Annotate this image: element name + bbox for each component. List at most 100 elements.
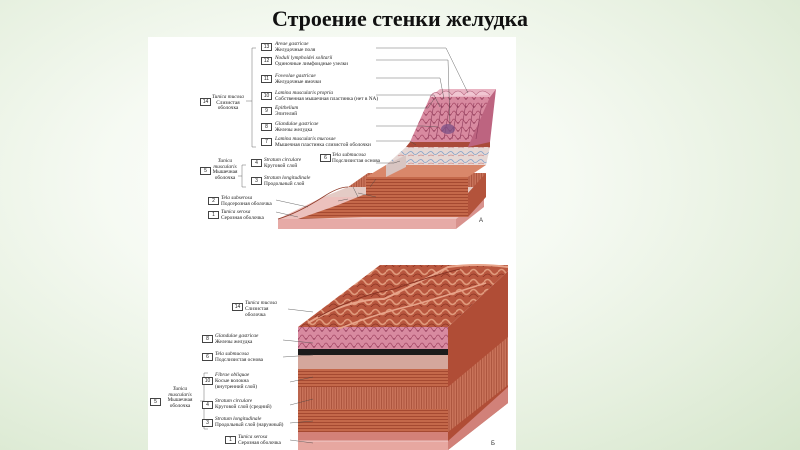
group-a-muscularis-russian-1: Мышечная bbox=[212, 169, 238, 176]
label-b-14: Tunica mucosa Слизистая оболочка bbox=[245, 300, 277, 318]
label-a-6: Tela submucosa Подслизистая основа bbox=[332, 152, 380, 164]
label-b-8-latin: Glandulae gastricae bbox=[215, 333, 259, 339]
label-a-6-number: 6 bbox=[320, 154, 331, 162]
label-b-10: Fibrae obliquae Косые волокна (внутренни… bbox=[215, 372, 257, 390]
label-b-3-latin: Stratum longitudinale bbox=[215, 416, 262, 422]
label-b-14-number: 14 bbox=[232, 303, 243, 311]
label-a-13-latin: Areae gastricae bbox=[275, 41, 309, 47]
label-b-1: Tunica serosa Серозная оболочка bbox=[238, 434, 281, 446]
label-a-2-number: 2 bbox=[208, 197, 219, 205]
label-a-3-russian: Продольный слой bbox=[264, 181, 305, 187]
group-a-mucosa-russian-1: Слизистая bbox=[216, 99, 240, 106]
label-a-3: Stratum longitudinale Продольный слой bbox=[264, 175, 310, 187]
label-b-6-russian: Подслизистая основа bbox=[215, 357, 264, 363]
label-b-3-russian: Продольный слой (наружный) bbox=[215, 422, 284, 428]
group-a-muscularis-number: 5 bbox=[200, 167, 211, 175]
label-a-8-number: 8 bbox=[261, 123, 272, 131]
label-b-1-number: 1 bbox=[225, 436, 236, 444]
group-b-muscularis: Tunica muscularis Мышечная оболочка bbox=[161, 386, 199, 409]
label-b-8: Glandulae gastricae Железы желудка bbox=[215, 333, 258, 345]
label-b-4: Stratum circulare Круговой слой (средний… bbox=[215, 398, 272, 410]
figure-a-leader-lines bbox=[275, 47, 469, 218]
label-a-1-latin: Tunica serosa bbox=[221, 209, 251, 215]
label-a-4-russian: Круговой слой bbox=[264, 163, 298, 169]
figure-b-leader-lines bbox=[282, 308, 314, 444]
label-b-6: Tela submucosa Подслизистая основа bbox=[215, 351, 263, 363]
group-a-mucosa-latin: Tunica mucosa bbox=[212, 94, 244, 100]
label-a-10-number: 10 bbox=[261, 92, 272, 100]
group-a-muscularis-latin-2: muscularis bbox=[213, 163, 237, 170]
label-a-11-number: 11 bbox=[261, 75, 272, 83]
label-a-1-russian: Серозная оболочка bbox=[221, 215, 264, 221]
label-a-6-russian: Подслизистая основа bbox=[332, 158, 381, 164]
label-a-12-russian: Одиночные лимфоидные узелки bbox=[275, 61, 349, 67]
figure-a-letter: А bbox=[479, 218, 483, 224]
label-a-10: Lamina muscularis propria Собственная мы… bbox=[275, 90, 378, 102]
label-a-7-russian: Мышечная пластинка слизистой оболочки bbox=[275, 142, 371, 148]
label-b-1-russian: Серозная оболочка bbox=[238, 440, 281, 446]
label-a-2: Tela subserosa Подсерозная оболочка bbox=[221, 195, 272, 207]
label-a-8: Glandulae gastricae Железы желудка bbox=[275, 121, 318, 133]
label-b-14-russian-2: оболочка bbox=[245, 312, 266, 318]
label-b-10-number: 10 bbox=[202, 377, 213, 385]
label-b-3-number: 3 bbox=[202, 419, 213, 427]
label-a-2-latin: Tela subserosa bbox=[221, 195, 253, 201]
label-a-12-number: 12 bbox=[261, 57, 272, 65]
label-b-4-russian: Круговой слой (средний) bbox=[215, 404, 272, 410]
label-a-10-latin: Lamina muscularis propria bbox=[275, 90, 334, 96]
label-a-9-latin: Epithelium bbox=[275, 105, 299, 111]
label-a-7: Lamina muscularis mucosae Мышечная пласт… bbox=[275, 136, 371, 148]
label-a-4-number: 4 bbox=[251, 159, 262, 167]
group-a-mucosa-number: 14 bbox=[200, 98, 211, 106]
figure-b-block bbox=[298, 264, 509, 450]
label-a-13-number: 13 bbox=[261, 43, 272, 51]
label-a-3-latin: Stratum longitudinale bbox=[264, 175, 311, 181]
label-a-11: Foveolae gastricae Желудочные ямочки bbox=[275, 73, 321, 85]
label-a-7-number: 7 bbox=[261, 138, 272, 146]
label-a-13: Areae gastricae Желудочные поля bbox=[275, 41, 315, 53]
label-b-8-russian: Железы желудка bbox=[215, 339, 253, 345]
label-a-1: Tunica serosa Серозная оболочка bbox=[221, 209, 264, 221]
group-a-mucosa: Tunica mucosa Слизистая оболочка bbox=[210, 94, 246, 112]
label-b-10-russian-2: (внутренний слой) bbox=[215, 384, 258, 390]
label-a-2-russian: Подсерозная оболочка bbox=[221, 201, 272, 207]
figure-a-block bbox=[277, 89, 496, 229]
label-a-13-russian: Желудочные поля bbox=[275, 47, 316, 53]
label-a-4-latin: Stratum circulare bbox=[264, 157, 302, 163]
group-b-muscularis-russian-1: Мышечная bbox=[167, 397, 193, 404]
group-b-muscularis-russian-2: оболочка bbox=[169, 402, 191, 409]
label-a-3-number: 3 bbox=[251, 177, 262, 185]
label-b-3: Stratum longitudinale Продольный слой (н… bbox=[215, 416, 283, 428]
label-a-9-number: 9 bbox=[261, 107, 272, 115]
group-b-muscularis-latin-2: muscularis bbox=[168, 391, 192, 398]
label-a-11-russian: Желудочные ямочки bbox=[275, 79, 322, 85]
label-a-10-russian: Собственная мышечная пластинка (нет в NA… bbox=[275, 96, 379, 102]
group-a-muscularis: Tunica muscularis Мышечная оболочка bbox=[211, 158, 239, 181]
stomach-wall-figure: А bbox=[148, 37, 516, 450]
group-a-muscularis-latin-1: Tunica bbox=[217, 158, 233, 164]
figure-b-letter: Б bbox=[491, 441, 495, 447]
label-a-6-latin: Tela submucosa bbox=[332, 152, 366, 158]
label-b-10-latin: Fibrae obliquae bbox=[215, 372, 250, 378]
label-a-7-latin: Lamina muscularis mucosae bbox=[275, 136, 336, 142]
label-a-12-latin: Noduli lymphoidei solitarii bbox=[275, 55, 333, 61]
label-a-4: Stratum circulare Круговой слой bbox=[264, 157, 301, 169]
slide-title: Строение стенки желудка bbox=[271, 6, 528, 31]
label-a-8-russian: Железы желудка bbox=[275, 127, 313, 133]
label-a-11-latin: Foveolae gastricae bbox=[275, 73, 316, 79]
label-b-1-latin: Tunica serosa bbox=[238, 434, 268, 440]
label-b-8-number: 8 bbox=[202, 335, 213, 343]
label-a-12: Noduli lymphoidei solitarii Одиночные ли… bbox=[275, 55, 348, 67]
group-b-muscularis-number: 5 bbox=[150, 398, 161, 406]
label-a-9-russian: Эпителий bbox=[275, 111, 298, 117]
label-b-4-latin: Stratum circulare bbox=[215, 398, 253, 404]
label-b-14-russian-1: Слизистая bbox=[245, 306, 269, 312]
label-b-6-latin: Tela submucosa bbox=[215, 351, 249, 357]
group-b-muscularis-latin-1: Tunica bbox=[172, 386, 188, 392]
label-a-1-number: 1 bbox=[208, 211, 219, 219]
label-b-6-number: 6 bbox=[202, 353, 213, 361]
illustration-canvas: А bbox=[200, 47, 509, 450]
label-b-4-number: 4 bbox=[202, 401, 213, 409]
label-a-8-latin: Glandulae gastricae bbox=[275, 121, 319, 127]
label-b-10-russian-1: Косые волокна bbox=[215, 378, 249, 384]
